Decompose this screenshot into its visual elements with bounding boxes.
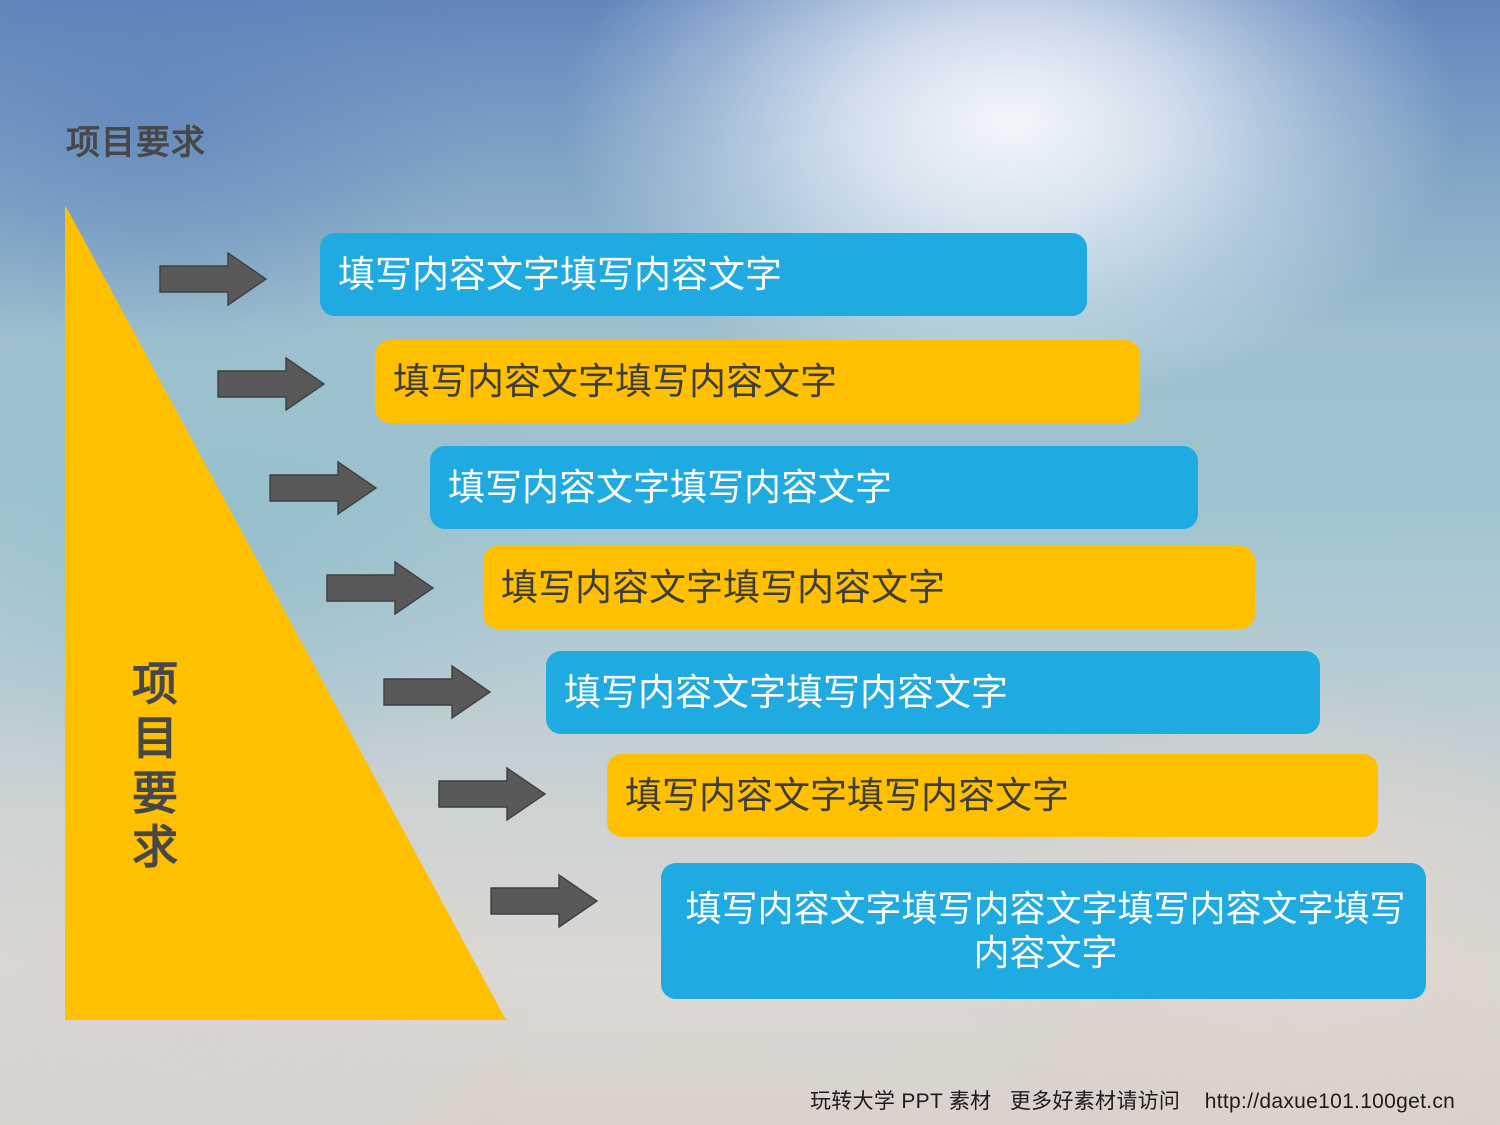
triangle-label-char-3: 要 (132, 766, 178, 819)
content-bar-5[interactable]: 填写内容文字填写内容文字 (546, 651, 1320, 734)
page-title: 项目要求 (66, 124, 206, 162)
arrow-icon-3 (268, 459, 378, 517)
arrow-icon-4 (325, 559, 435, 617)
triangle-vertical-label: 项 目 要 求 (115, 657, 195, 874)
triangle-label-char-4: 求 (132, 820, 178, 873)
funnel-triangle: 项 目 要 求 (65, 205, 506, 1020)
content-bar-label-1: 填写内容文字填写内容文字 (338, 253, 782, 295)
arrow-icon-1 (158, 250, 268, 308)
footer-credit: 玩转大学 PPT 素材 更多好素材请访问 http://daxue101.100… (810, 1090, 1456, 1113)
content-bar-1[interactable]: 填写内容文字填写内容文字 (320, 233, 1087, 316)
content-bar-2[interactable]: 填写内容文字填写内容文字 (375, 340, 1140, 423)
triangle-shape (65, 205, 506, 1020)
arrow-icon-7 (489, 872, 599, 930)
content-bar-label-3: 填写内容文字填写内容文字 (448, 466, 892, 508)
content-bar-6[interactable]: 填写内容文字填写内容文字 (607, 754, 1378, 837)
triangle-label-char-1: 项 (132, 658, 178, 710)
content-bar-label-5: 填写内容文字填写内容文字 (564, 671, 1008, 713)
arrow-icon-5 (382, 663, 492, 721)
content-bar-4[interactable]: 填写内容文字填写内容文字 (483, 546, 1255, 629)
content-bar-label-7: 填写内容文字填写内容文字填写内容文字填写内容文字 (685, 888, 1406, 973)
content-bar-label-6: 填写内容文字填写内容文字 (625, 774, 1069, 816)
triangle-label-char-2: 目 (132, 712, 178, 765)
content-bar-7[interactable]: 填写内容文字填写内容文字填写内容文字填写内容文字 (661, 863, 1426, 999)
content-bar-label-4: 填写内容文字填写内容文字 (501, 566, 945, 608)
content-bar-3[interactable]: 填写内容文字填写内容文字 (430, 446, 1198, 529)
content-bar-label-2: 填写内容文字填写内容文字 (393, 360, 837, 402)
arrow-icon-2 (216, 355, 326, 413)
arrow-icon-6 (437, 765, 547, 823)
